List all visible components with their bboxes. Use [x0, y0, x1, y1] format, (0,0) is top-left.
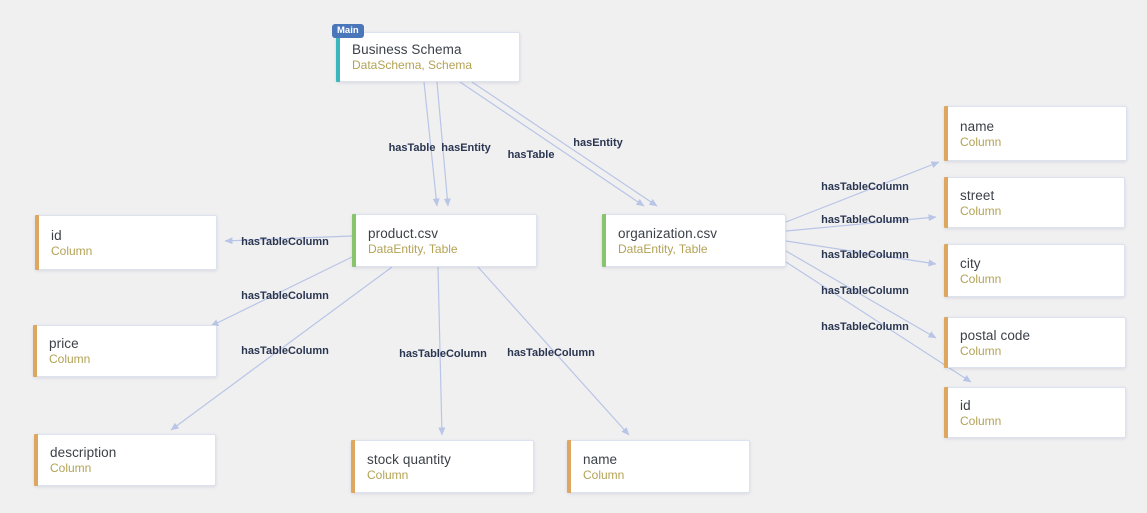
node-title: postal code — [960, 327, 1031, 343]
edge-label-hastablecolumn: hasTableColumn — [241, 236, 329, 248]
node-organization-csv[interactable]: organization.csv DataEntity, Table — [602, 214, 786, 267]
node-subtitle: DataSchema, Schema — [352, 58, 473, 72]
node-subtitle: Column — [960, 134, 1002, 149]
edge-label-hastablecolumn: hasTableColumn — [821, 285, 909, 297]
node-column-name-right[interactable]: name Column — [944, 106, 1127, 161]
edge-label-hastablecolumn: hasTableColumn — [821, 249, 909, 261]
edge-label-hastablecolumn: hasTableColumn — [821, 214, 909, 226]
node-title: city — [960, 255, 981, 271]
node-column-city[interactable]: city Column — [944, 244, 1125, 297]
edge-label-hastable: hasTable — [507, 149, 555, 161]
node-title: organization.csv — [618, 225, 718, 241]
node-column-street[interactable]: street Column — [944, 177, 1125, 228]
node-subtitle: Column — [960, 343, 1002, 358]
node-title: id — [960, 397, 971, 413]
node-subtitle: DataEntity, Table — [618, 241, 708, 256]
node-business-schema[interactable]: Main Business Schema DataSchema, Schema — [332, 24, 520, 82]
edge-label-hastablecolumn: hasTableColumn — [507, 347, 595, 359]
node-title: product.csv — [368, 225, 439, 241]
node-subtitle: Column — [960, 271, 1002, 286]
edge-label-hastable: hasTable — [388, 142, 436, 154]
node-subtitle: Column — [367, 467, 409, 482]
edge-label-hastablecolumn: hasTableColumn — [821, 181, 909, 193]
edge-label-hastablecolumn: hasTableColumn — [821, 321, 909, 333]
node-title: name — [960, 118, 995, 134]
node-subtitle: Column — [51, 243, 93, 258]
edge-label-hasentity: hasEntity — [573, 137, 623, 149]
node-title: name — [583, 451, 618, 467]
node-title: id — [51, 227, 62, 243]
edge-label-hastablecolumn: hasTableColumn — [399, 348, 487, 360]
node-column-description[interactable]: description Column — [34, 434, 216, 486]
edge-label-hastablecolumn: hasTableColumn — [241, 290, 329, 302]
node-subtitle: Column — [49, 352, 91, 366]
edge-label-hastablecolumn: hasTableColumn — [241, 345, 329, 357]
node-subtitle: Column — [960, 413, 1002, 428]
node-title: Business Schema — [352, 42, 462, 57]
node-column-stock-quantity[interactable]: stock quantity Column — [351, 440, 534, 493]
node-column-name-bottom[interactable]: name Column — [567, 440, 750, 493]
main-badge: Main — [332, 24, 364, 38]
node-subtitle: Column — [583, 467, 625, 482]
node-column-id-right[interactable]: id Column — [944, 387, 1126, 438]
node-title: price — [49, 336, 79, 351]
node-subtitle: DataEntity, Table — [368, 241, 458, 256]
node-title: description — [50, 445, 117, 460]
node-subtitle: Column — [50, 461, 92, 475]
node-title: stock quantity — [367, 451, 451, 467]
node-column-id-left[interactable]: id Column — [35, 215, 217, 270]
node-column-price[interactable]: price Column — [33, 325, 217, 377]
edge-label-hasentity: hasEntity — [441, 142, 491, 154]
node-column-postal-code[interactable]: postal code Column — [944, 317, 1126, 368]
node-product-csv[interactable]: product.csv DataEntity, Table — [352, 214, 537, 267]
node-title: street — [960, 187, 995, 203]
node-subtitle: Column — [960, 203, 1002, 218]
